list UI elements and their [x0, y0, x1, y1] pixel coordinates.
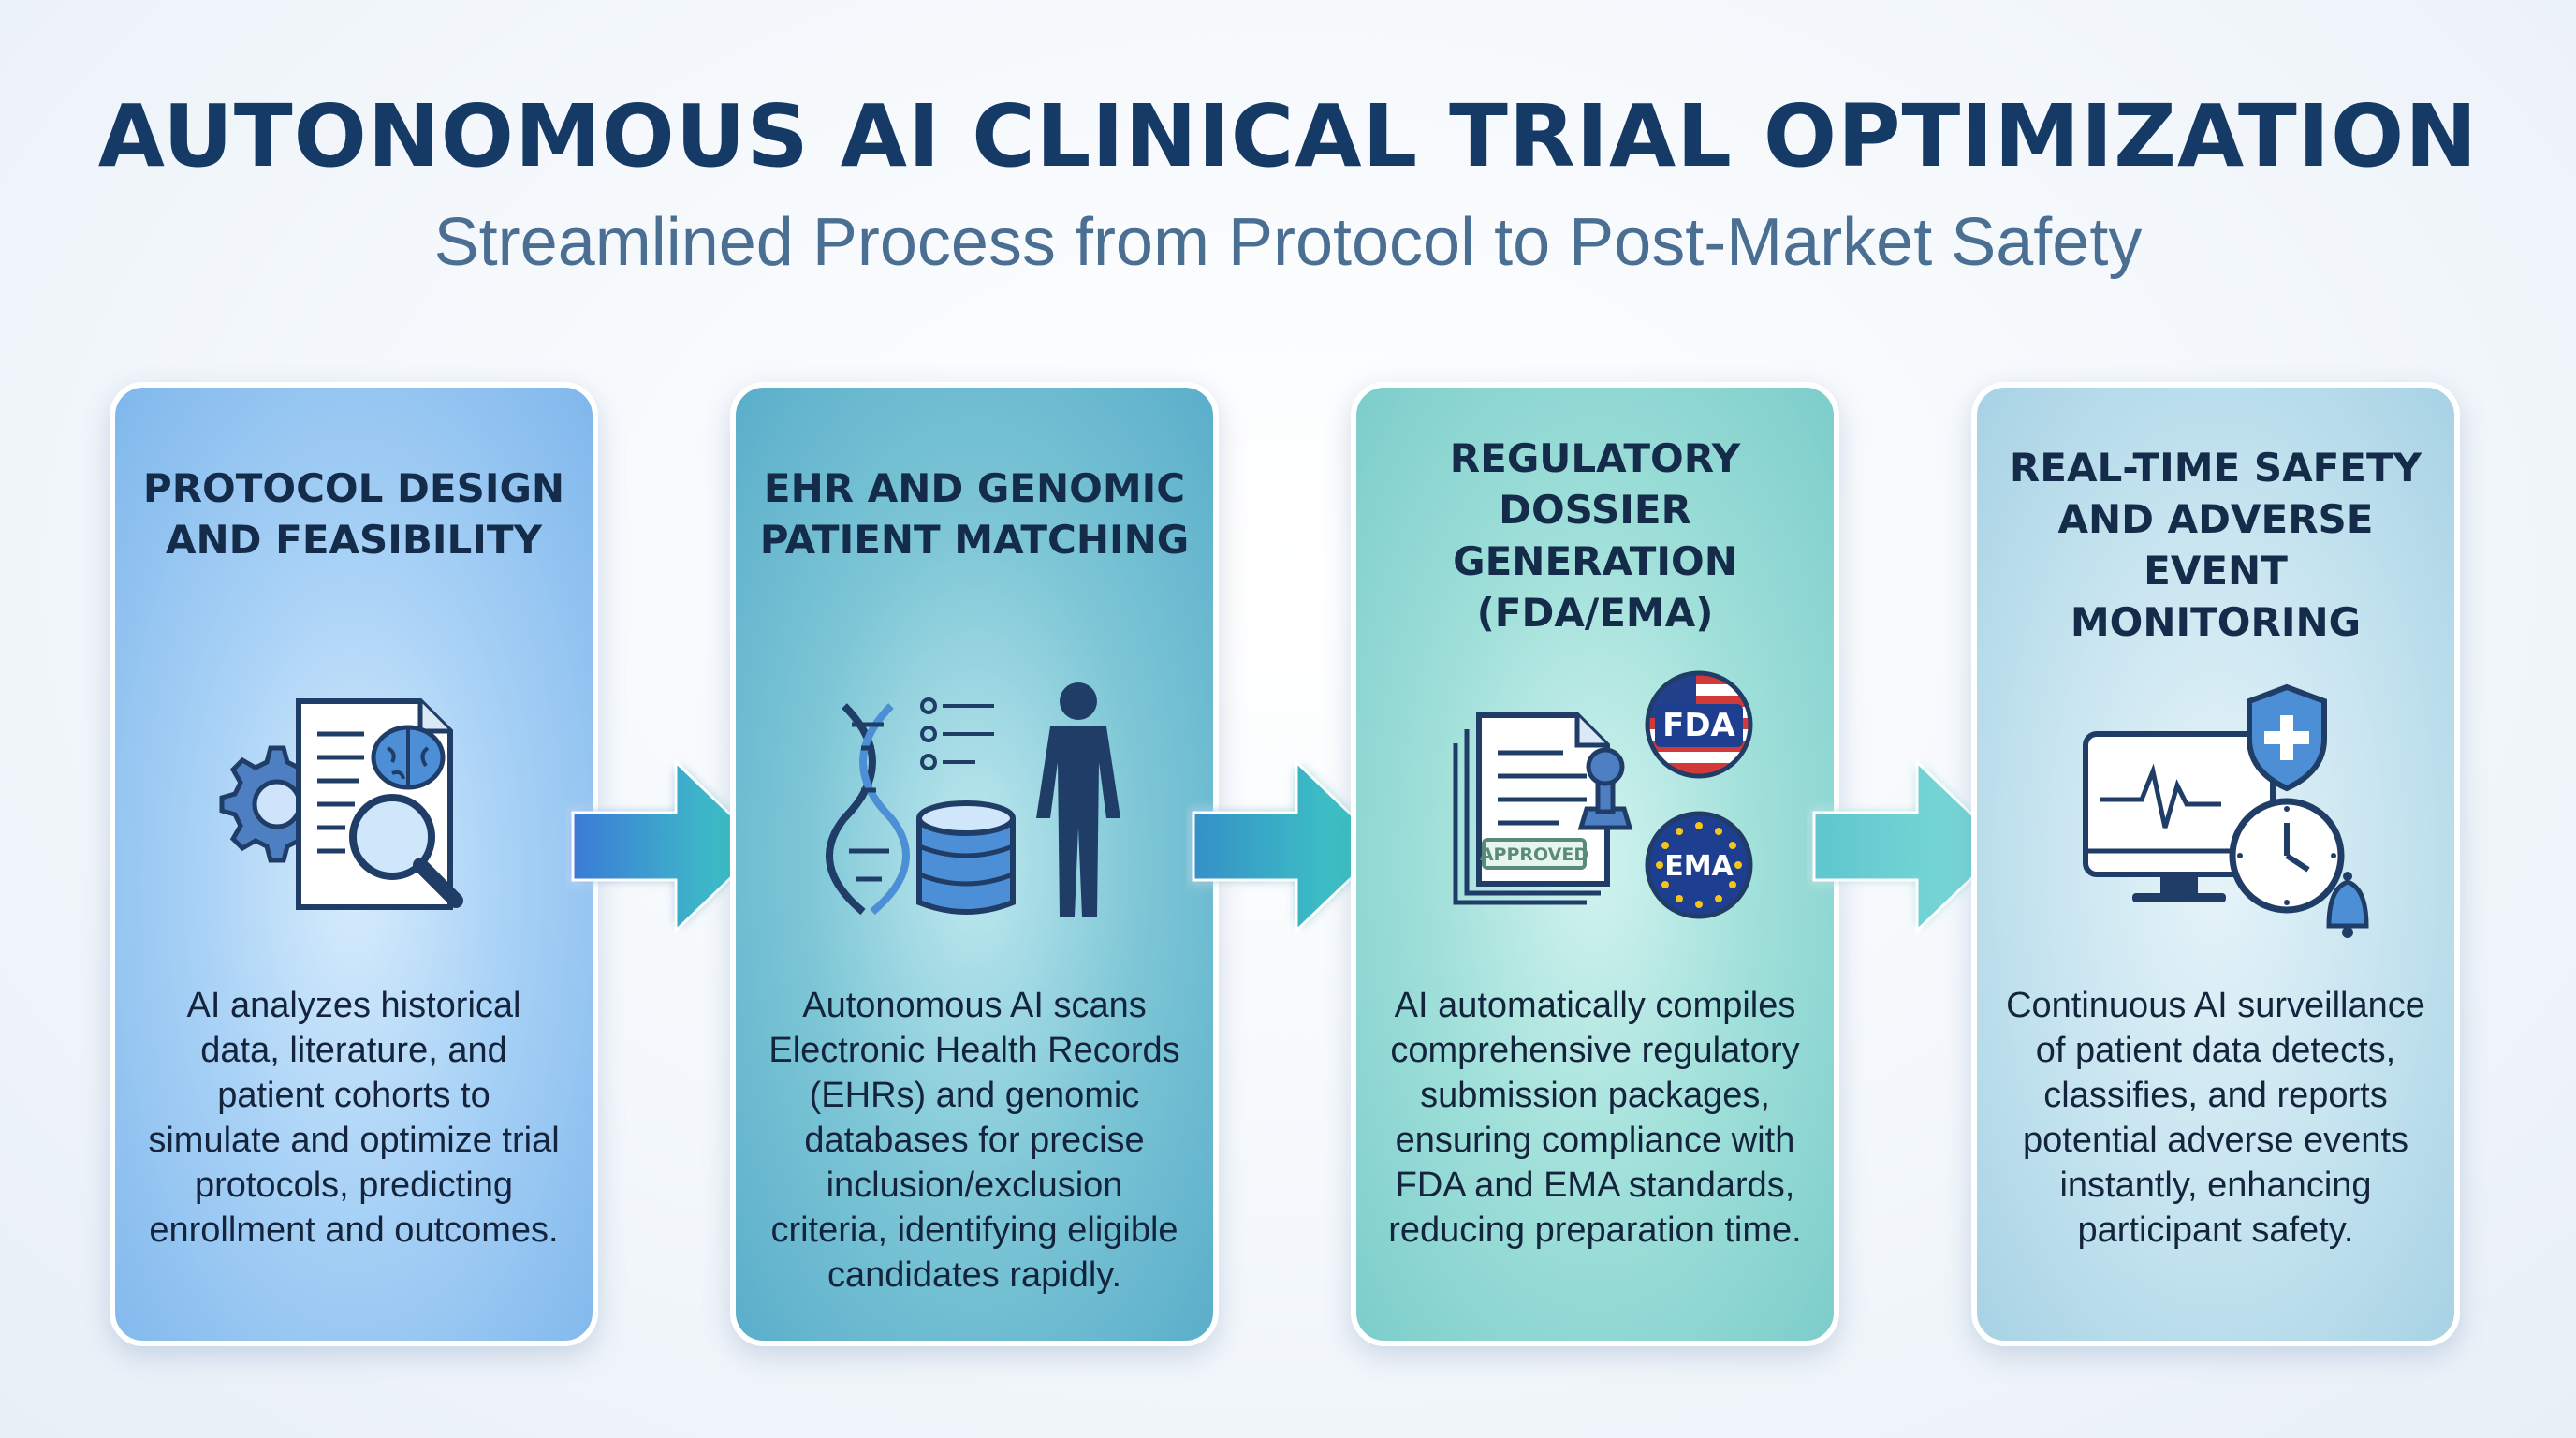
dna-icon [826, 703, 910, 916]
step-description: Continuous AI surveillance of patient da… [1994, 983, 2437, 1253]
bell-icon [2326, 872, 2369, 938]
flow-arrow-icon [1192, 758, 1387, 934]
step-description-line: Continuous AI surveillance [2006, 986, 2425, 1025]
step-description-line: AI automatically compiles [1394, 986, 1796, 1025]
step-card-regulatory-dossier: REGULATORY DOSSIER GENERATION (FDA/EMA) … [1351, 382, 1839, 1346]
step-description-line: enrollment and outcomes. [149, 1211, 559, 1250]
step-description: AI automatically compiles comprehensive … [1373, 983, 1817, 1253]
fda-badge-label: FDA [1662, 707, 1735, 744]
step-description-line: criteria, identifying eligible [770, 1211, 1178, 1250]
step-description-line: data, literature, and [200, 1031, 507, 1070]
step-description-line: patient cohorts to [217, 1076, 490, 1115]
step-title-line: REGULATORY [1449, 435, 1741, 481]
fda-badge-icon: FDA [1645, 670, 1753, 779]
shield-icon [2247, 683, 2327, 792]
step-description-line: (EHRs) and genomic [809, 1076, 1140, 1115]
stamp-label: APPROVED [1480, 844, 1588, 865]
clock-icon [2229, 798, 2345, 914]
database-icon [916, 800, 1016, 915]
step-description-line: potential adverse events [2023, 1121, 2408, 1160]
person-icon [1036, 682, 1120, 917]
step-title-line: (FDA/EMA) [1476, 590, 1714, 636]
step-description-line: Autonomous AI scans [802, 986, 1147, 1025]
monitor-icon [2083, 731, 2276, 902]
monitor-shield-clock-bell-icon [2083, 683, 2369, 938]
step-description-line: AI analyzes historical [186, 986, 521, 1025]
brain-icon [371, 725, 446, 790]
stamp-handle-icon [1577, 747, 1633, 830]
ema-badge-label: EMA [1664, 850, 1734, 883]
step-title: REGULATORY DOSSIER GENERATION (FDA/EMA) [1375, 433, 1815, 638]
step-description-line: instantly, enhancing [2059, 1166, 2372, 1205]
step-title: EHR AND GENOMIC PATIENT MATCHING [754, 462, 1194, 565]
approved-stamp-icon: APPROVED [1480, 838, 1588, 870]
step-title-line: GENERATION [1453, 538, 1737, 584]
step-description-line: participant safety. [2077, 1211, 2354, 1250]
step-description-line: FDA and EMA standards, [1395, 1166, 1795, 1205]
step-description-line: comprehensive regulatory [1390, 1031, 1800, 1070]
step-description-line: submission packages, [1420, 1076, 1770, 1115]
step-description-line: ensuring compliance with [1395, 1121, 1795, 1160]
ema-badge-icon: EMA [1645, 811, 1753, 919]
step-title-line: AND FEASIBILITY [166, 517, 542, 563]
step-title: PROTOCOL DESIGN AND FEASIBILITY [134, 462, 574, 565]
gear-document-brain-magnifier-icon [219, 698, 463, 910]
step-description-line: classifies, and reports [2043, 1076, 2388, 1115]
step-title-line: REAL-TIME SAFETY [2009, 445, 2422, 491]
step-description-line: databases for precise [804, 1121, 1145, 1160]
step-description-line: protocols, predicting [194, 1166, 514, 1205]
step-title-line: EHR AND GENOMIC [763, 465, 1186, 511]
step-title-line: PROTOCOL DESIGN [142, 465, 565, 511]
step-card-patient-matching: EHR AND GENOMIC PATIENT MATCHING [730, 382, 1219, 1346]
step-description-line: candidates rapidly. [827, 1255, 1122, 1295]
step-card-safety-monitoring: REAL-TIME SAFETY AND ADVERSE EVENT MONIT… [1971, 382, 2460, 1346]
flow-arrow-icon [1812, 758, 2008, 934]
step-title-line: PATIENT MATCHING [759, 517, 1190, 563]
page-title: AUTONOMOUS AI CLINICAL TRIAL OPTIMIZATIO… [97, 86, 2479, 186]
approved-documents-stamp-icon: APPROVED FDA [1453, 670, 1753, 919]
dna-database-person-icon [826, 682, 1120, 917]
step-description: AI analyzes historical data, literature,… [132, 983, 576, 1253]
step-title-line: AND ADVERSE [2057, 496, 2374, 542]
magnifier-icon [349, 794, 463, 908]
step-description-line: reducing preparation time. [1388, 1211, 1802, 1250]
step-description-line: simulate and optimize trial [148, 1121, 560, 1160]
step-description-line: inclusion/exclusion [826, 1166, 1123, 1205]
step-title-line: EVENT MONITORING [2070, 548, 2362, 645]
step-description-line: of patient data detects, [2035, 1031, 2396, 1070]
step-title: REAL-TIME SAFETY AND ADVERSE EVENT MONIT… [1996, 442, 2436, 648]
step-title-line: DOSSIER [1499, 487, 1691, 533]
flow-arrow-icon [571, 758, 767, 934]
step-description: Autonomous AI scans Electronic Health Re… [753, 983, 1196, 1298]
step-card-protocol-design: PROTOCOL DESIGN AND FEASIBILITY AI analy… [110, 382, 598, 1346]
list-icon [920, 697, 994, 770]
step-description-line: Electronic Health Records [768, 1031, 1180, 1070]
page-subtitle: Streamlined Process from Protocol to Pos… [433, 205, 2143, 280]
